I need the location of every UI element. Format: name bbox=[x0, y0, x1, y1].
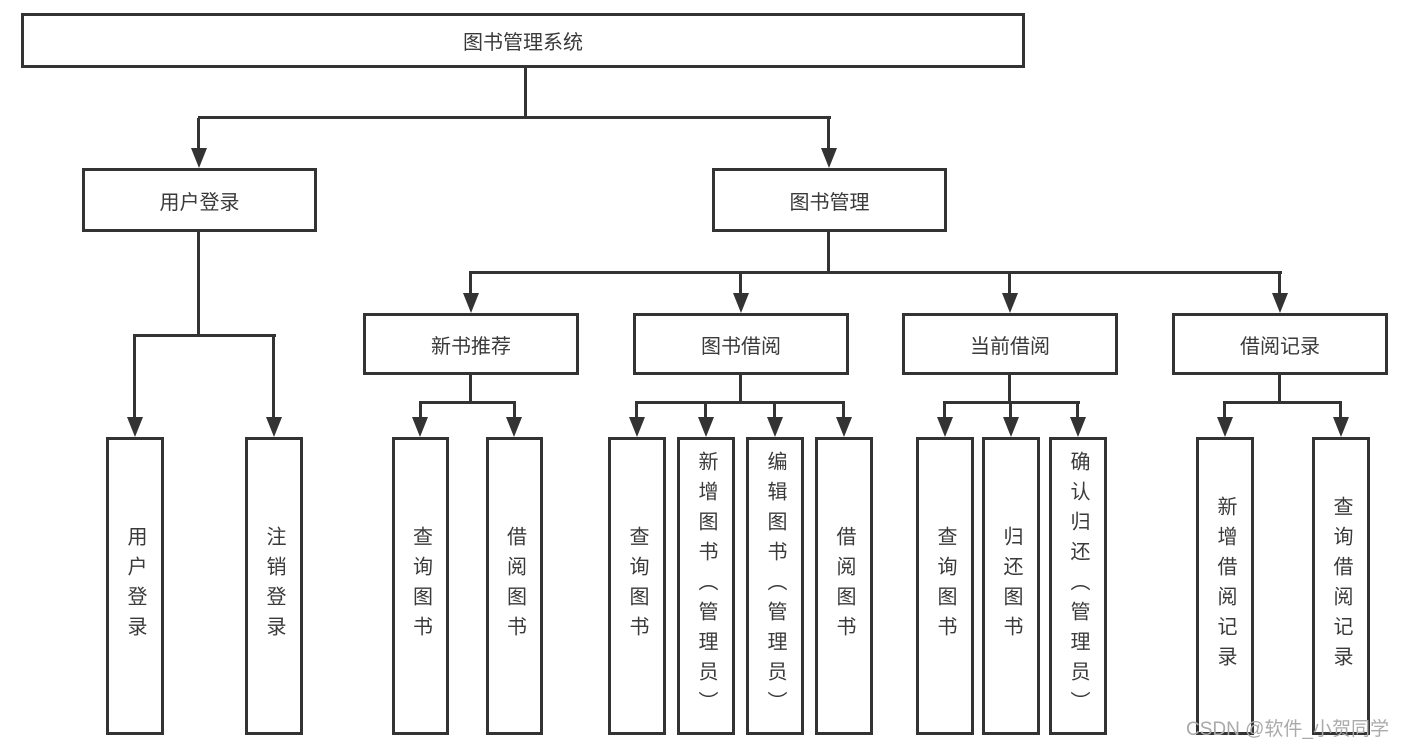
leaf-user-login-label: 用户登录 bbox=[124, 526, 146, 646]
leaf-br-add-record-label: 新增借阅记录 bbox=[1214, 496, 1236, 676]
leaf-bb-edit-book-admin: 编辑图书（管理员） bbox=[746, 437, 804, 735]
arrowhead-bb-edit bbox=[767, 417, 783, 437]
connector-stem-book-borrow bbox=[739, 273, 742, 297]
connector-new-book-recommend-drop bbox=[469, 375, 472, 403]
node-book-borrow: 图书借阅 bbox=[633, 313, 849, 375]
connector-stem-br-add bbox=[1223, 403, 1226, 420]
arrowhead-bb-query bbox=[629, 417, 645, 437]
leaf-bb-query-book: 查询图书 bbox=[608, 437, 666, 735]
leaf-br-query-record-label: 查询借阅记录 bbox=[1330, 496, 1352, 676]
leaf-br-query-record: 查询借阅记录 bbox=[1312, 437, 1370, 735]
leaf-nbr-query-book: 查询图书 bbox=[392, 437, 449, 735]
connector-stem-leaf-logout bbox=[272, 336, 275, 420]
leaf-logout-label: 注销登录 bbox=[263, 526, 285, 646]
arrowhead-borrow-record bbox=[1272, 293, 1288, 313]
node-book-management: 图书管理 bbox=[712, 168, 947, 232]
leaf-bb-add-book-admin: 新增图书（管理员） bbox=[677, 437, 735, 735]
leaf-bb-edit-book-admin-label: 编辑图书（管理员） bbox=[764, 451, 786, 721]
leaf-cb-query-book: 查询图书 bbox=[916, 437, 974, 735]
node-borrow-record: 借阅记录 bbox=[1172, 313, 1388, 375]
arrowhead-bb-add bbox=[698, 417, 714, 437]
node-new-book-recommend-label: 新书推荐 bbox=[431, 335, 511, 358]
connector-stem-cb-return bbox=[1009, 403, 1012, 420]
connector-stem-user-login bbox=[197, 118, 200, 152]
leaf-bb-query-book-label: 查询图书 bbox=[626, 526, 648, 646]
node-root-label: 图书管理系统 bbox=[463, 32, 583, 54]
arrowhead-book-borrow bbox=[733, 293, 749, 313]
connector-stem-bb-query bbox=[635, 403, 638, 420]
node-book-management-label: 图书管理 bbox=[789, 191, 870, 214]
leaf-bb-borrow-book: 借阅图书 bbox=[815, 437, 873, 735]
arrowhead-cb-confirm bbox=[1070, 417, 1086, 437]
watermark: CSDN @软件_小贺同学 bbox=[1186, 719, 1389, 740]
arrowhead-leaf-user-login bbox=[127, 417, 143, 437]
leaf-cb-query-book-label: 查询图书 bbox=[934, 526, 956, 646]
connector-book-borrow-bar bbox=[635, 401, 845, 404]
leaf-nbr-query-book-label: 查询图书 bbox=[409, 526, 432, 646]
leaf-cb-confirm-return-admin-label: 确认归还（管理员） bbox=[1067, 451, 1089, 721]
connector-level2-bar bbox=[198, 116, 831, 119]
leaf-bb-add-book-admin-label: 新增图书（管理员） bbox=[695, 451, 717, 721]
node-root: 图书管理系统 bbox=[21, 13, 1025, 68]
node-new-book-recommend: 新书推荐 bbox=[363, 313, 579, 375]
connector-book-borrow-drop bbox=[739, 375, 742, 403]
connector-stem-nbr-query bbox=[419, 403, 422, 420]
connector-stem-borrow-record bbox=[1278, 273, 1281, 297]
arrowhead-bb-borrow bbox=[836, 417, 852, 437]
connector-stem-cb-confirm bbox=[1076, 403, 1079, 420]
leaf-logout: 注销登录 bbox=[245, 437, 303, 735]
connector-level3-bar bbox=[469, 271, 1282, 274]
leaf-bb-borrow-book-label: 借阅图书 bbox=[833, 526, 855, 646]
connector-stem-book-management bbox=[827, 118, 830, 152]
connector-borrow-record-drop bbox=[1278, 375, 1281, 403]
node-user-login: 用户登录 bbox=[82, 168, 317, 232]
connector-user-login-drop bbox=[197, 232, 200, 336]
arrowhead-book-management bbox=[821, 148, 837, 168]
connector-stem-cb-query bbox=[943, 403, 946, 420]
arrowhead-cb-query bbox=[937, 417, 953, 437]
connector-book-management-drop bbox=[827, 232, 830, 273]
connector-stem-br-query bbox=[1339, 403, 1342, 420]
arrowhead-nbr-query bbox=[412, 417, 428, 437]
arrowhead-cb-return bbox=[1003, 417, 1019, 437]
leaf-br-add-record: 新增借阅记录 bbox=[1196, 437, 1254, 735]
node-current-borrow-label: 当前借阅 bbox=[970, 335, 1050, 358]
connector-stem-bb-add bbox=[704, 403, 707, 420]
leaf-user-login: 用户登录 bbox=[106, 437, 164, 735]
connector-stem-current-borrow bbox=[1008, 273, 1011, 297]
node-current-borrow: 当前借阅 bbox=[902, 313, 1118, 375]
node-book-borrow-label: 图书借阅 bbox=[701, 335, 781, 358]
connector-user-login-bar bbox=[133, 334, 276, 337]
connector-stem-leaf-user-login bbox=[133, 336, 136, 420]
arrowhead-leaf-logout bbox=[266, 417, 282, 437]
connector-current-borrow-drop bbox=[1008, 375, 1011, 403]
connector-stem-bb-edit bbox=[773, 403, 776, 420]
leaf-nbr-borrow-book: 借阅图书 bbox=[486, 437, 543, 735]
arrowhead-nbr-borrow bbox=[506, 417, 522, 437]
arrowhead-br-add bbox=[1217, 417, 1233, 437]
arrowhead-br-query bbox=[1333, 417, 1349, 437]
leaf-cb-return-book-label: 归还图书 bbox=[1000, 526, 1022, 646]
connector-borrow-record-bar bbox=[1223, 401, 1342, 404]
connector-new-book-recommend-bar bbox=[419, 401, 516, 404]
arrowhead-current-borrow bbox=[1002, 293, 1018, 313]
leaf-nbr-borrow-book-label: 借阅图书 bbox=[503, 526, 526, 646]
node-user-login-label: 用户登录 bbox=[159, 191, 240, 214]
connector-root-drop bbox=[524, 68, 527, 118]
leaf-cb-confirm-return-admin: 确认归还（管理员） bbox=[1049, 437, 1107, 735]
arrowhead-new-book-recommend bbox=[463, 293, 479, 313]
node-borrow-record-label: 借阅记录 bbox=[1240, 335, 1320, 358]
connector-stem-bb-borrow bbox=[842, 403, 845, 420]
connector-stem-new-book-recommend bbox=[469, 273, 472, 297]
connector-stem-nbr-borrow bbox=[513, 403, 516, 420]
arrowhead-user-login bbox=[191, 148, 207, 168]
leaf-cb-return-book: 归还图书 bbox=[982, 437, 1040, 735]
connector-current-borrow-bar bbox=[943, 401, 1080, 404]
